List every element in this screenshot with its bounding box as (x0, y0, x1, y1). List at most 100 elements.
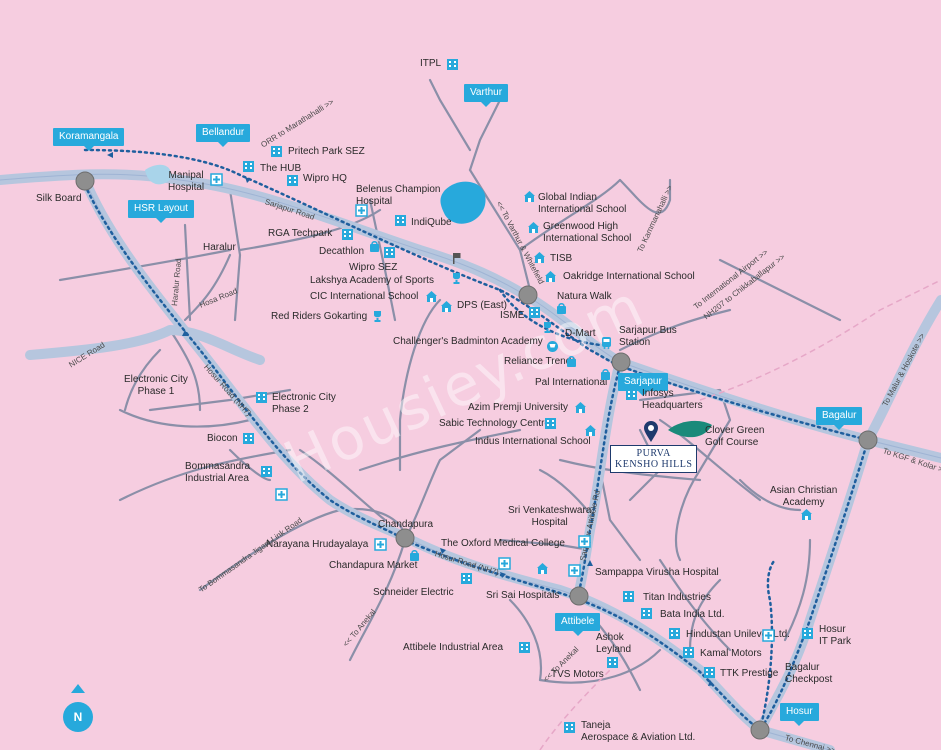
label-wipro-hq: Wipro HQ (303, 173, 347, 184)
road-minor (183, 253, 232, 322)
label-tvs-motors: TVS Motors (551, 669, 604, 680)
label-itpl: ITPL (420, 58, 442, 69)
school-icon (523, 190, 536, 203)
building-icon (682, 646, 695, 659)
building-icon (242, 160, 255, 173)
label-pritech-park: Pritech Park SEZ (288, 146, 365, 157)
shopping-bag-icon (408, 549, 421, 562)
project-name-line2: KENSHO HILLS (615, 459, 693, 470)
label-ashok-leyland: Ashok Leyland (596, 632, 632, 655)
label-infosys: Infosys Headquarters (642, 388, 703, 411)
label-rga-techpark: RGA Techpark (268, 228, 333, 239)
trophy-icon (371, 310, 384, 323)
tag-koramangala[interactable]: Koramangala (53, 128, 125, 151)
tag-bellandur[interactable]: Bellandur (196, 124, 251, 147)
label-tisb: TISB (550, 253, 573, 264)
building-icon (606, 656, 619, 669)
label-decathlon: Decathlon (319, 246, 365, 257)
label-biocon: Biocon (207, 433, 238, 444)
building-icon (270, 145, 283, 158)
junction-silk-board (75, 171, 95, 191)
tag-hosur[interactable]: Hosur (780, 703, 819, 726)
shopping-bag-icon (555, 302, 568, 315)
label-silk-board: Silk Board (36, 193, 82, 204)
shopping-bag-icon (565, 355, 578, 368)
label-lakshya: Lakshya Academy of Sports (310, 275, 434, 286)
label-ecity1: Electronic City Phase 1 (124, 374, 188, 397)
label-manipal-hospital: Manipal Hospital (168, 170, 205, 193)
school-icon (527, 221, 540, 234)
tag-bagalur[interactable]: Bagalur (816, 407, 863, 430)
road-minor (618, 178, 672, 214)
tag-varthur[interactable]: Varthur (464, 84, 509, 107)
arrow-icon (107, 152, 113, 158)
label-clover-green: Clover Green Golf Course (705, 425, 765, 448)
road-minor (118, 448, 292, 502)
building-icon (668, 627, 681, 640)
road-minor (198, 507, 407, 592)
road-minor (368, 198, 397, 322)
school-icon (574, 401, 587, 414)
label-oxford: The Oxford Medical College (441, 538, 565, 549)
hospital-icon (275, 488, 288, 501)
arrow-icon (708, 680, 714, 686)
road-minor (508, 598, 543, 682)
shopping-bag-icon (368, 240, 381, 253)
label-bagalur-checkpost: Bagalur Checkpost (785, 662, 833, 685)
project-marker[interactable]: PURVA KENSHO HILLS (610, 445, 698, 473)
metro-route (758, 438, 870, 732)
label-attibele-industrial: Attibele Industrial Area (403, 642, 504, 653)
arrow-icon (440, 548, 446, 554)
building-icon (528, 306, 541, 319)
road-minor (718, 258, 842, 322)
junction-sarjapur (611, 352, 631, 372)
building-icon (640, 607, 653, 620)
label-challenger: Challenger's Badminton Academy (393, 336, 543, 347)
label-indus-school: Indus International School (475, 436, 591, 447)
hospital-icon (210, 173, 223, 186)
label-reliance: Reliance Trends (504, 356, 577, 367)
road-minor (658, 418, 762, 502)
tag-hsr-layout[interactable]: HSR Layout (128, 200, 194, 223)
building-icon (544, 417, 557, 430)
road-minor (148, 388, 292, 412)
road-minor (398, 298, 442, 472)
label-isme: ISME (500, 310, 525, 321)
arrow-icon (182, 330, 188, 336)
cart-icon (546, 340, 559, 353)
arrow-icon (587, 560, 593, 566)
shopping-bag-icon (599, 368, 612, 381)
arrow-icon (500, 572, 506, 578)
road-minor (58, 248, 232, 282)
label-cic-school: CIC International School (310, 291, 419, 302)
tag-sarjapur[interactable]: Sarjapur (618, 373, 668, 396)
label-chandapura-market: Chandapura Market (329, 560, 418, 571)
label-schneider: Schneider Electric (373, 587, 454, 598)
compass-arrow-icon (71, 684, 85, 693)
hospital-icon (374, 538, 387, 551)
label-dmart: D-Mart (565, 328, 596, 339)
road-minor (638, 388, 732, 472)
label-the-hub: The HUB (260, 163, 302, 174)
building-icon (625, 388, 638, 401)
road-minor (228, 448, 272, 482)
school-icon (536, 562, 549, 575)
lake-icon (145, 164, 171, 185)
label-bommasandra: Bommasandra Industrial Area (185, 461, 251, 484)
road-minor (358, 428, 522, 472)
golf-course-icon (668, 420, 712, 438)
school-icon (440, 300, 453, 313)
road-major (755, 435, 873, 735)
location-pin-icon[interactable] (643, 421, 659, 443)
school-icon (584, 424, 597, 437)
hospital-icon (355, 204, 368, 217)
tag-attibele[interactable]: Attibele (555, 613, 601, 636)
label-asian-christian: Asian Christian Academy (770, 485, 838, 508)
road-minor (348, 538, 407, 662)
label-narayana: Narayana Hrudayalaya (266, 539, 369, 550)
railway-line (699, 279, 941, 401)
road-minor (738, 478, 802, 512)
building-icon (394, 214, 407, 227)
label-titan: Titan Industries (643, 592, 711, 603)
